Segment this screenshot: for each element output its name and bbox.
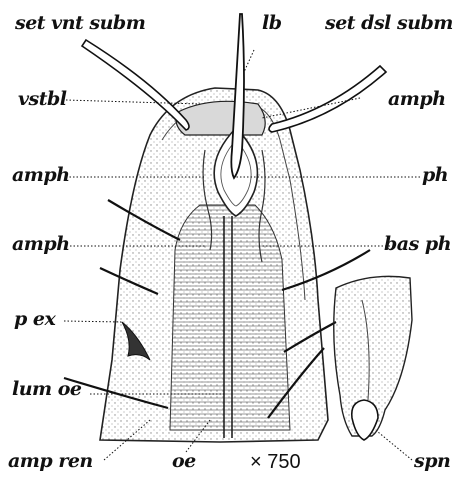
dorsal-submedian-seta bbox=[269, 66, 386, 132]
label-ph: ph bbox=[422, 166, 448, 185]
label-vstbl: vstbl bbox=[18, 90, 67, 109]
label-amph-left-2: amph bbox=[12, 235, 70, 254]
label-bas-ph: bas ph bbox=[384, 235, 451, 254]
label-set-dsl-subm: set dsl subm bbox=[325, 14, 453, 33]
label-set-vnt-subm: set vnt subm bbox=[15, 14, 145, 33]
ventral-submedian-seta bbox=[82, 40, 189, 130]
label-p-ex: p ex bbox=[14, 310, 55, 329]
pharynx-body bbox=[170, 205, 290, 430]
magnification-label: × 750 bbox=[250, 452, 301, 472]
label-oe: oe bbox=[172, 452, 196, 471]
label-lb: lb bbox=[262, 14, 282, 33]
label-amp-ren: amp ren bbox=[8, 452, 93, 471]
label-lum-oe: lum oe bbox=[12, 380, 82, 399]
label-spn: spn bbox=[414, 452, 450, 471]
label-amph-top-right: amph bbox=[388, 90, 446, 109]
label-amph-left-1: amph bbox=[12, 166, 70, 185]
